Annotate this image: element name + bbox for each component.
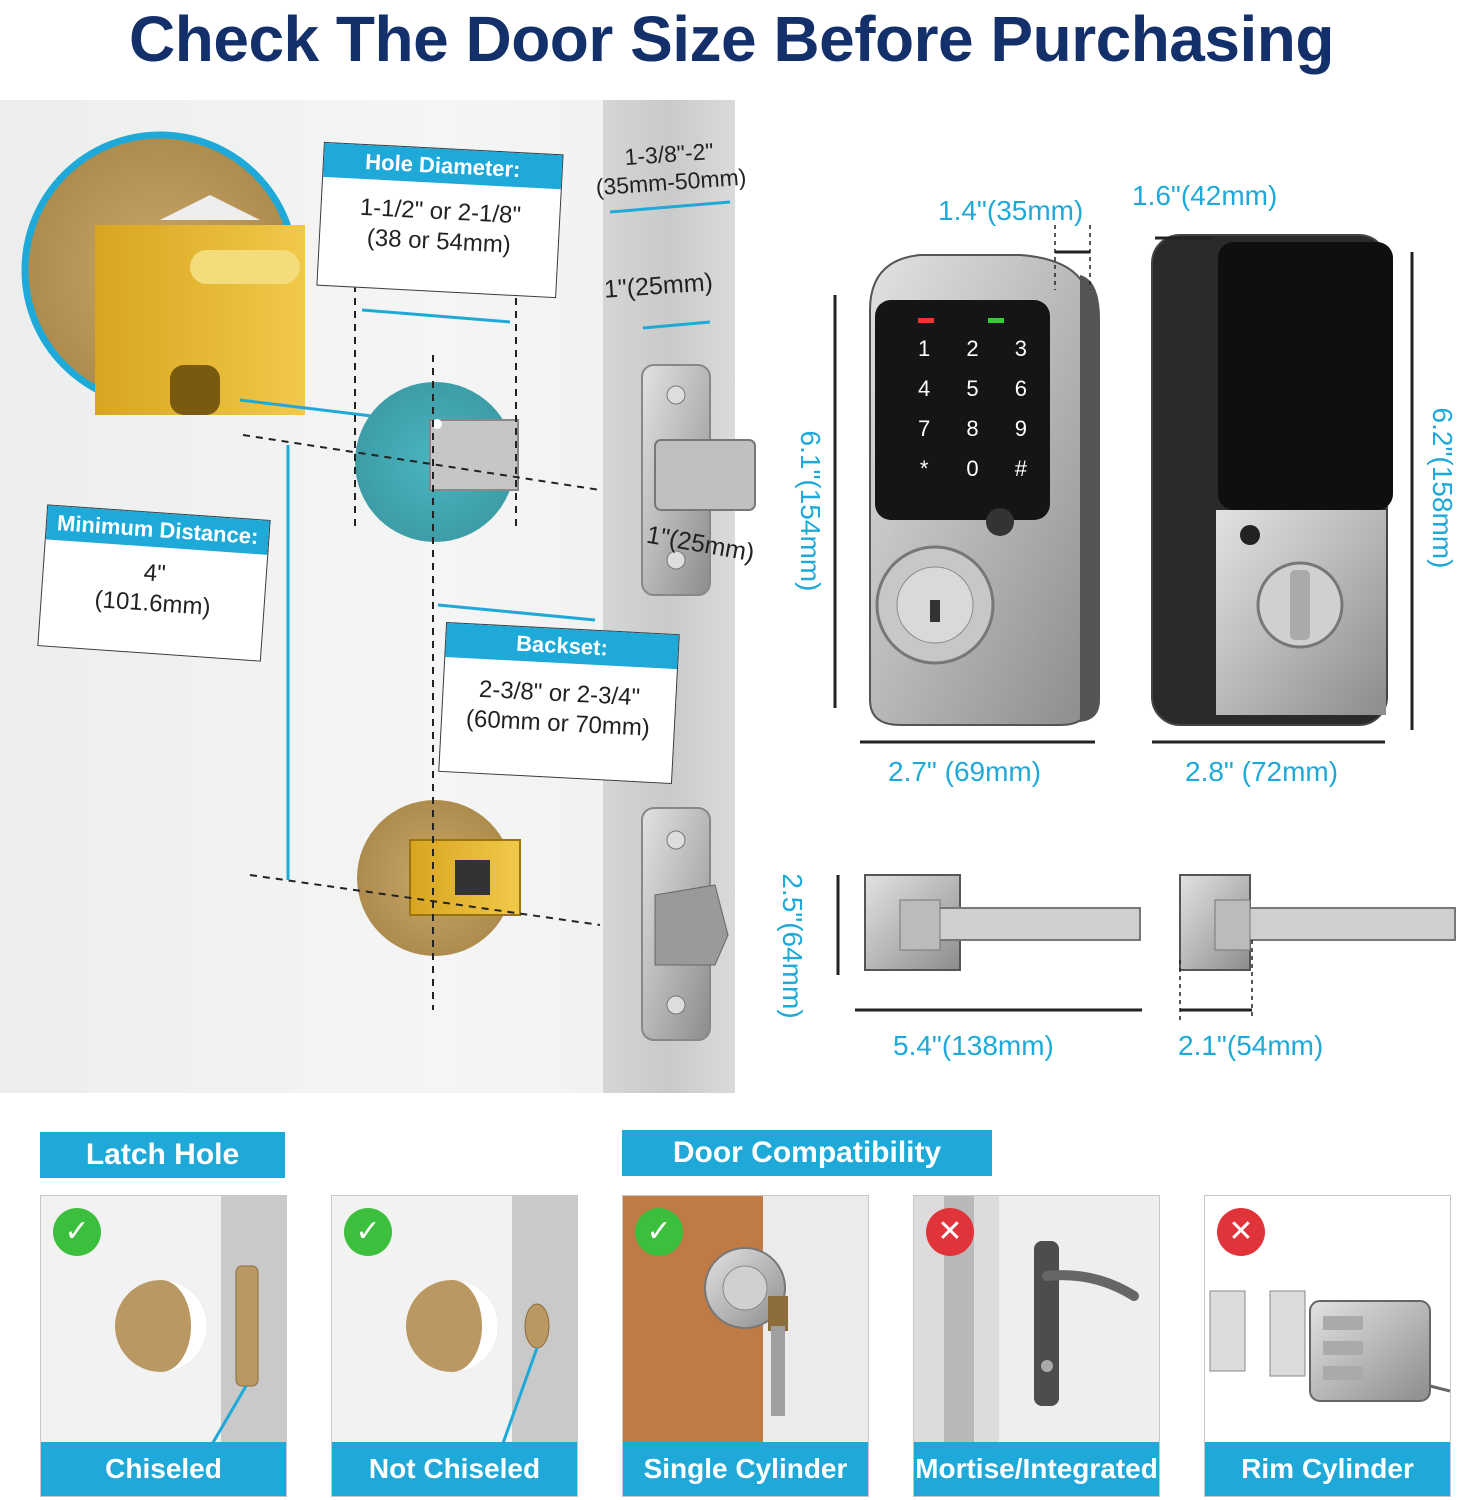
card-label: Mortise/Integrated bbox=[914, 1442, 1159, 1496]
minimum-distance-label: Minimum Distance: 4" (101.6mm) bbox=[37, 504, 271, 662]
keypad-key[interactable]: * bbox=[919, 456, 929, 481]
card-rim-cylinder: ✕ Rim Cylinder bbox=[1204, 1195, 1451, 1497]
lock-front-depth-label: 1.4"(35mm) bbox=[938, 195, 1084, 226]
lower-strike-plate bbox=[641, 807, 729, 1041]
keypad-key[interactable]: 5 bbox=[966, 376, 979, 401]
card-chiseled: ✓ Chiseled bbox=[40, 1195, 287, 1497]
lock-back-height-label: 6.2"(158mm) bbox=[1427, 407, 1458, 569]
lock-back-depth-label: 1.6"(42mm) bbox=[1132, 180, 1278, 211]
card-label: Single Cylinder bbox=[623, 1442, 868, 1496]
lever-handle-front bbox=[864, 874, 1141, 971]
backset-label: Backset: 2-3/8" or 2-3/4" (60mm or 70mm) bbox=[438, 621, 680, 785]
handle-diagram-graphics bbox=[836, 874, 1456, 1020]
lever-handle-side bbox=[1179, 874, 1456, 971]
lock-diagram-graphics bbox=[833, 225, 1414, 744]
keypad-key[interactable]: 0 bbox=[966, 456, 979, 481]
keypad-key[interactable]: 2 bbox=[966, 336, 979, 361]
handle-height-label: 2.5"(64mm) bbox=[777, 873, 808, 1019]
back-interior-lock bbox=[1151, 234, 1393, 726]
lock-front-width-label: 2.7" (69mm) bbox=[888, 756, 1042, 787]
magnifier-detail bbox=[21, 131, 305, 415]
handle-dimension-arrows bbox=[836, 875, 1252, 1012]
handle-projection-guides bbox=[1179, 940, 1253, 1020]
check-icon: ✓ bbox=[53, 1208, 101, 1256]
cross-icon: ✕ bbox=[1217, 1208, 1265, 1256]
lock-back-width-label: 2.8" (72mm) bbox=[1185, 756, 1339, 787]
deadbolt-hole bbox=[355, 382, 519, 542]
keypad-key[interactable]: 6 bbox=[1014, 376, 1027, 401]
door-thickness-label: 1-3/8"-2" (35mm-50mm) bbox=[583, 134, 756, 202]
lock-depth-guides bbox=[1054, 225, 1091, 290]
check-icon: ✓ bbox=[635, 1208, 683, 1256]
lock-front-height-label: 6.1"(154mm) bbox=[795, 430, 826, 592]
keypad-key[interactable]: 8 bbox=[966, 416, 979, 441]
card-single-cylinder: ✓ Single Cylinder bbox=[622, 1195, 869, 1497]
keypad-key[interactable]: 9 bbox=[1014, 416, 1027, 441]
keypad-key[interactable]: 1 bbox=[918, 336, 931, 361]
upper-strike-plate bbox=[641, 364, 756, 596]
door-diagram-graphics bbox=[21, 131, 756, 1041]
keypad-key[interactable]: 3 bbox=[1014, 336, 1027, 361]
check-icon: ✓ bbox=[344, 1208, 392, 1256]
card-label: Chiseled bbox=[41, 1442, 286, 1496]
cross-icon: ✕ bbox=[926, 1208, 974, 1256]
dimension-arrows bbox=[286, 200, 731, 880]
hole-diameter-label: Hole Diameter: 1-1/2" or 2-1/8" (38 or 5… bbox=[316, 141, 564, 299]
front-keypad-lock bbox=[869, 254, 1100, 726]
handle-projection-label: 2.1"(54mm) bbox=[1178, 1030, 1324, 1061]
keypad-key[interactable]: # bbox=[1014, 456, 1027, 481]
keypad-key[interactable]: 4 bbox=[918, 376, 931, 401]
latch-hole-tab: Latch Hole bbox=[40, 1132, 285, 1178]
dimension-guides bbox=[242, 285, 601, 1010]
card-not-chiseled: ✓ Not Chiseled bbox=[331, 1195, 578, 1497]
card-label: Not Chiseled bbox=[332, 1442, 577, 1496]
card-label: Rim Cylinder bbox=[1205, 1442, 1450, 1496]
page-title: Check The Door Size Before Purchasing bbox=[129, 3, 1334, 75]
card-mortise-integrated: ✕ Mortise/Integrated bbox=[913, 1195, 1160, 1497]
handle-length-label: 5.4"(138mm) bbox=[893, 1030, 1054, 1061]
lock-dimension-arrows bbox=[833, 236, 1414, 744]
rim-cylinder-image bbox=[1209, 1290, 1450, 1402]
keypad: 1 2 3 4 5 6 7 8 9 * 0 # bbox=[900, 336, 1045, 486]
door-compat-tab: Door Compatibility bbox=[622, 1130, 992, 1176]
latch-bore-hole bbox=[357, 800, 521, 956]
keypad-key[interactable]: 7 bbox=[918, 416, 931, 441]
